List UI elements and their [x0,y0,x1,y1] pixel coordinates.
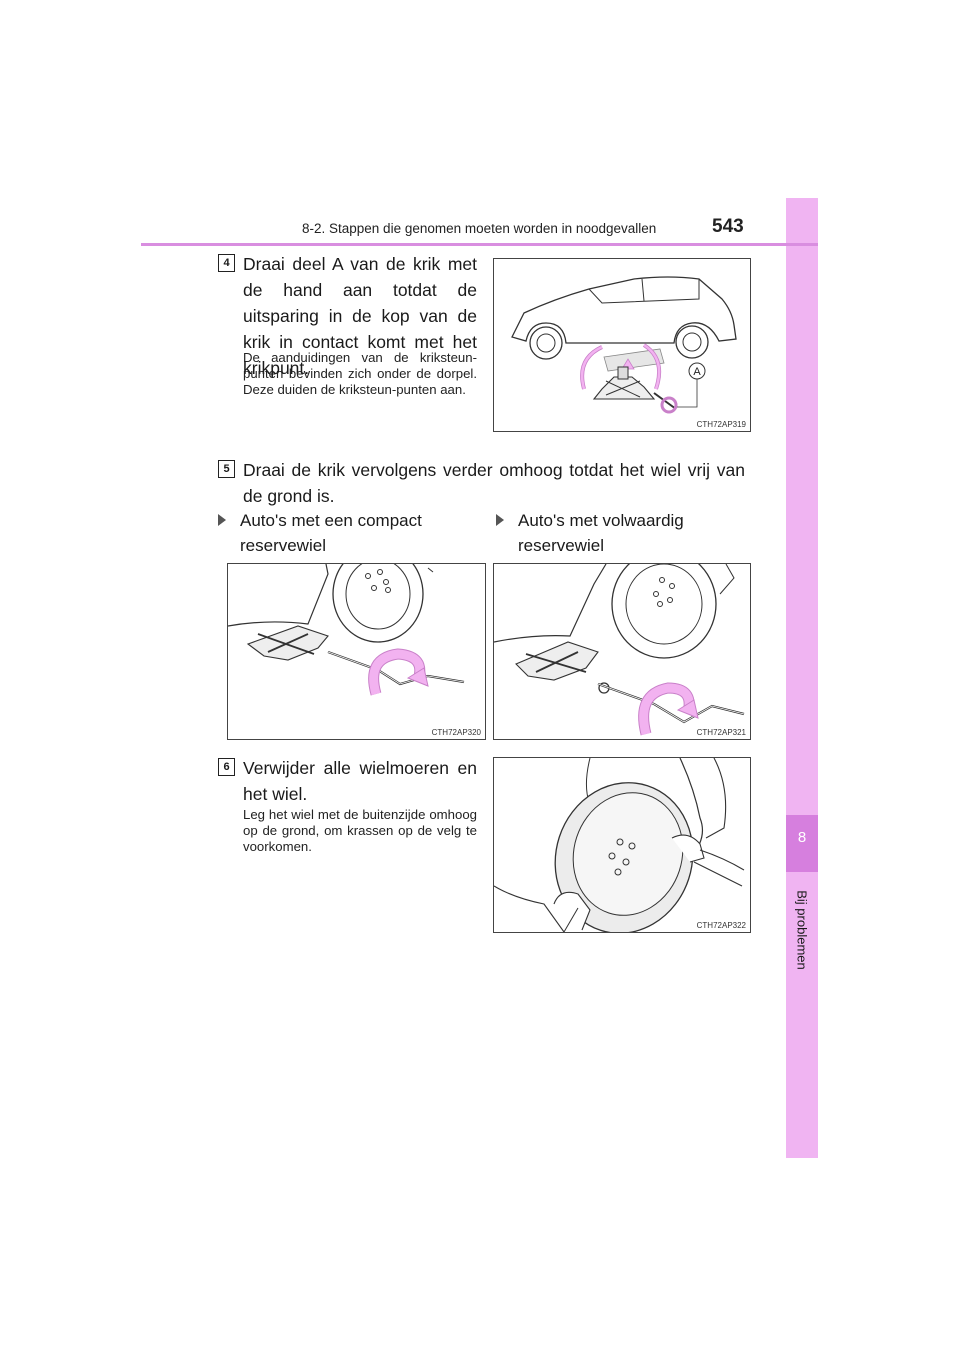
side-tab-strip [786,198,818,1158]
figure-code: CTH72AP322 [696,921,746,930]
figure-remove-wheel: CTH72AP322 [493,757,751,933]
figure-code: CTH72AP321 [696,728,746,737]
callout-a: A [693,366,701,378]
step-5-number: 5 [218,460,235,478]
triangle-bullet-icon [218,514,226,526]
step-6-note: Leg het wiel met de buitenzijde omhoog o… [243,807,477,854]
step-4-text: Draai deel A van de krik met de hand aan… [243,254,477,378]
figure-full-wheel-jack: CTH72AP321 [493,563,751,740]
variant-full-label: Auto's met volwaardig reservewiel [496,508,764,560]
figure-compact-wheel-jack: CTH72AP320 [227,563,486,740]
step-6-text: Verwijder alle wielmoeren en het wiel. [243,758,477,804]
step-6-number: 6 [218,758,235,776]
header-rule [141,243,818,246]
triangle-bullet-icon [496,514,504,526]
step-4-number: 4 [218,254,235,272]
chapter-number: 8 [797,829,807,846]
side-tab-active [786,815,818,872]
chapter-label: Bij problemen [794,890,810,970]
step-4-note: De aanduidingen van de kriksteun-punten … [243,350,477,397]
section-title: 8-2. Stappen die genomen moeten worden i… [302,221,657,236]
variant-compact-label: Auto's met een compact reservewiel [218,508,486,560]
page-number: 543 [712,216,744,237]
figure-code: CTH72AP320 [431,728,481,737]
figure-car-jack: A CTH72AP319 [493,258,751,432]
figure-code: CTH72AP319 [696,420,746,429]
step-5-text: Draai de krik vervolgens verder omhoog t… [243,460,745,506]
